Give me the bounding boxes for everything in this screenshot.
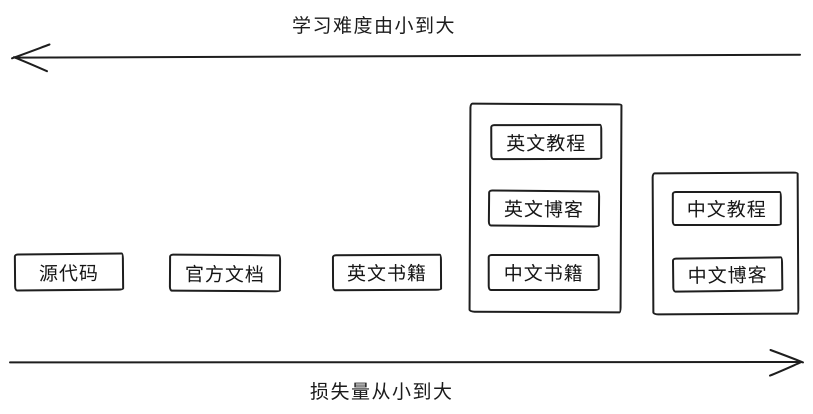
- node-english-books-label: 英文书籍: [346, 263, 428, 286]
- node-english-books: 英文书籍: [331, 253, 443, 292]
- group-chinese-sources: 中文教程 中文博客: [651, 171, 800, 316]
- node-english-tutorials: 英文教程: [490, 123, 603, 161]
- node-chinese-books: 中文书籍: [487, 253, 600, 292]
- bottom-axis-label: 损失量从小到大: [310, 382, 454, 403]
- node-source-code: 源代码: [13, 252, 125, 292]
- node-source-code-label: 源代码: [38, 263, 100, 285]
- node-official-docs-label: 官方文档: [184, 264, 266, 286]
- node-chinese-blogs-label: 中文博客: [687, 265, 768, 288]
- top-axis-label: 学习难度由小到大: [292, 16, 457, 37]
- node-official-docs: 官方文档: [168, 253, 282, 293]
- node-chinese-tutorials-label: 中文教程: [686, 199, 767, 222]
- node-chinese-tutorials: 中文教程: [671, 190, 782, 227]
- node-chinese-books-label: 中文书籍: [503, 263, 584, 286]
- node-english-blogs: 英文博客: [487, 189, 601, 228]
- node-english-tutorials-label: 英文教程: [506, 133, 587, 155]
- node-english-blogs-label: 英文博客: [503, 199, 585, 222]
- right-arrow-icon: [9, 349, 804, 377]
- left-arrow-icon: [11, 43, 801, 73]
- node-chinese-blogs: 中文博客: [671, 256, 784, 293]
- group-english-sources: 英文教程 英文博客 中文书籍: [468, 102, 623, 314]
